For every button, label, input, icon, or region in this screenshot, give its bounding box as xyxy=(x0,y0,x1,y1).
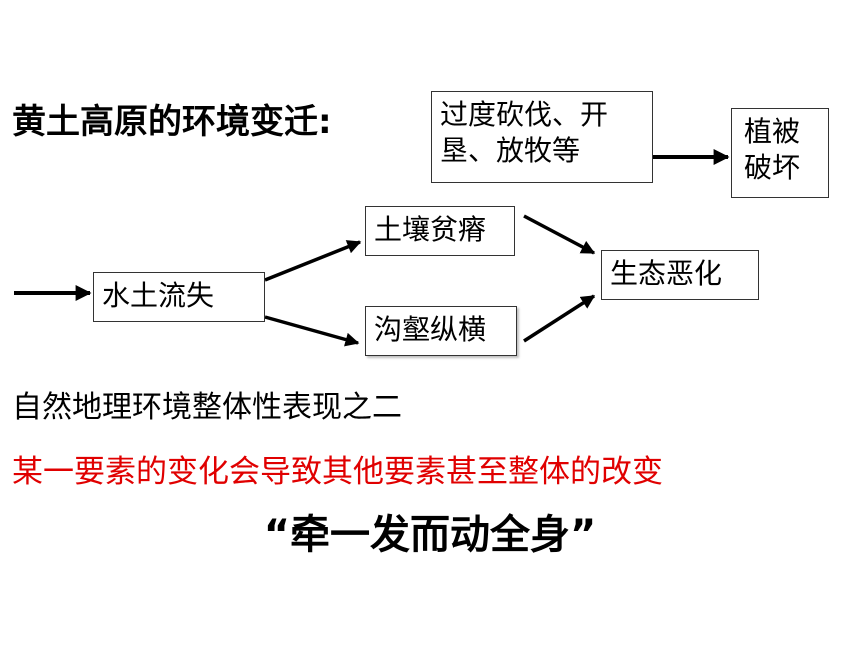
node-soil: 土壤贫瘠 xyxy=(365,206,515,256)
node-vegetation-line-2: 破坏 xyxy=(744,151,801,184)
node-ecology: 生态恶化 xyxy=(601,250,759,300)
slogan: “牵一发而动全身” xyxy=(263,512,597,558)
node-erosion: 水土流失 xyxy=(93,272,265,322)
node-vegetation: 植被 破坏 xyxy=(731,108,829,198)
arrow-erosion-to-gully xyxy=(264,315,360,347)
node-gully: 沟壑纵横 xyxy=(365,306,517,356)
node-cause-line-2: 垦、放牧等 xyxy=(440,134,581,167)
node-cause-line-1: 过度砍伐、开 xyxy=(440,98,609,131)
arrow-gully-to-ecology xyxy=(523,294,596,343)
arrow-soil-to-ecology xyxy=(523,214,596,255)
arrow-erosion-to-soil xyxy=(264,240,362,282)
subtitle: 自然地理环境整体性表现之二 xyxy=(12,390,402,425)
node-cause: 过度砍伐、开 垦、放牧等 xyxy=(431,91,653,183)
diagram-title: 黄土高原的环境变迁: xyxy=(12,102,332,142)
red-statement: 某一要素的变化会导致其他要素甚至整体的改变 xyxy=(12,454,663,490)
node-vegetation-line-1: 植被 xyxy=(744,115,801,148)
